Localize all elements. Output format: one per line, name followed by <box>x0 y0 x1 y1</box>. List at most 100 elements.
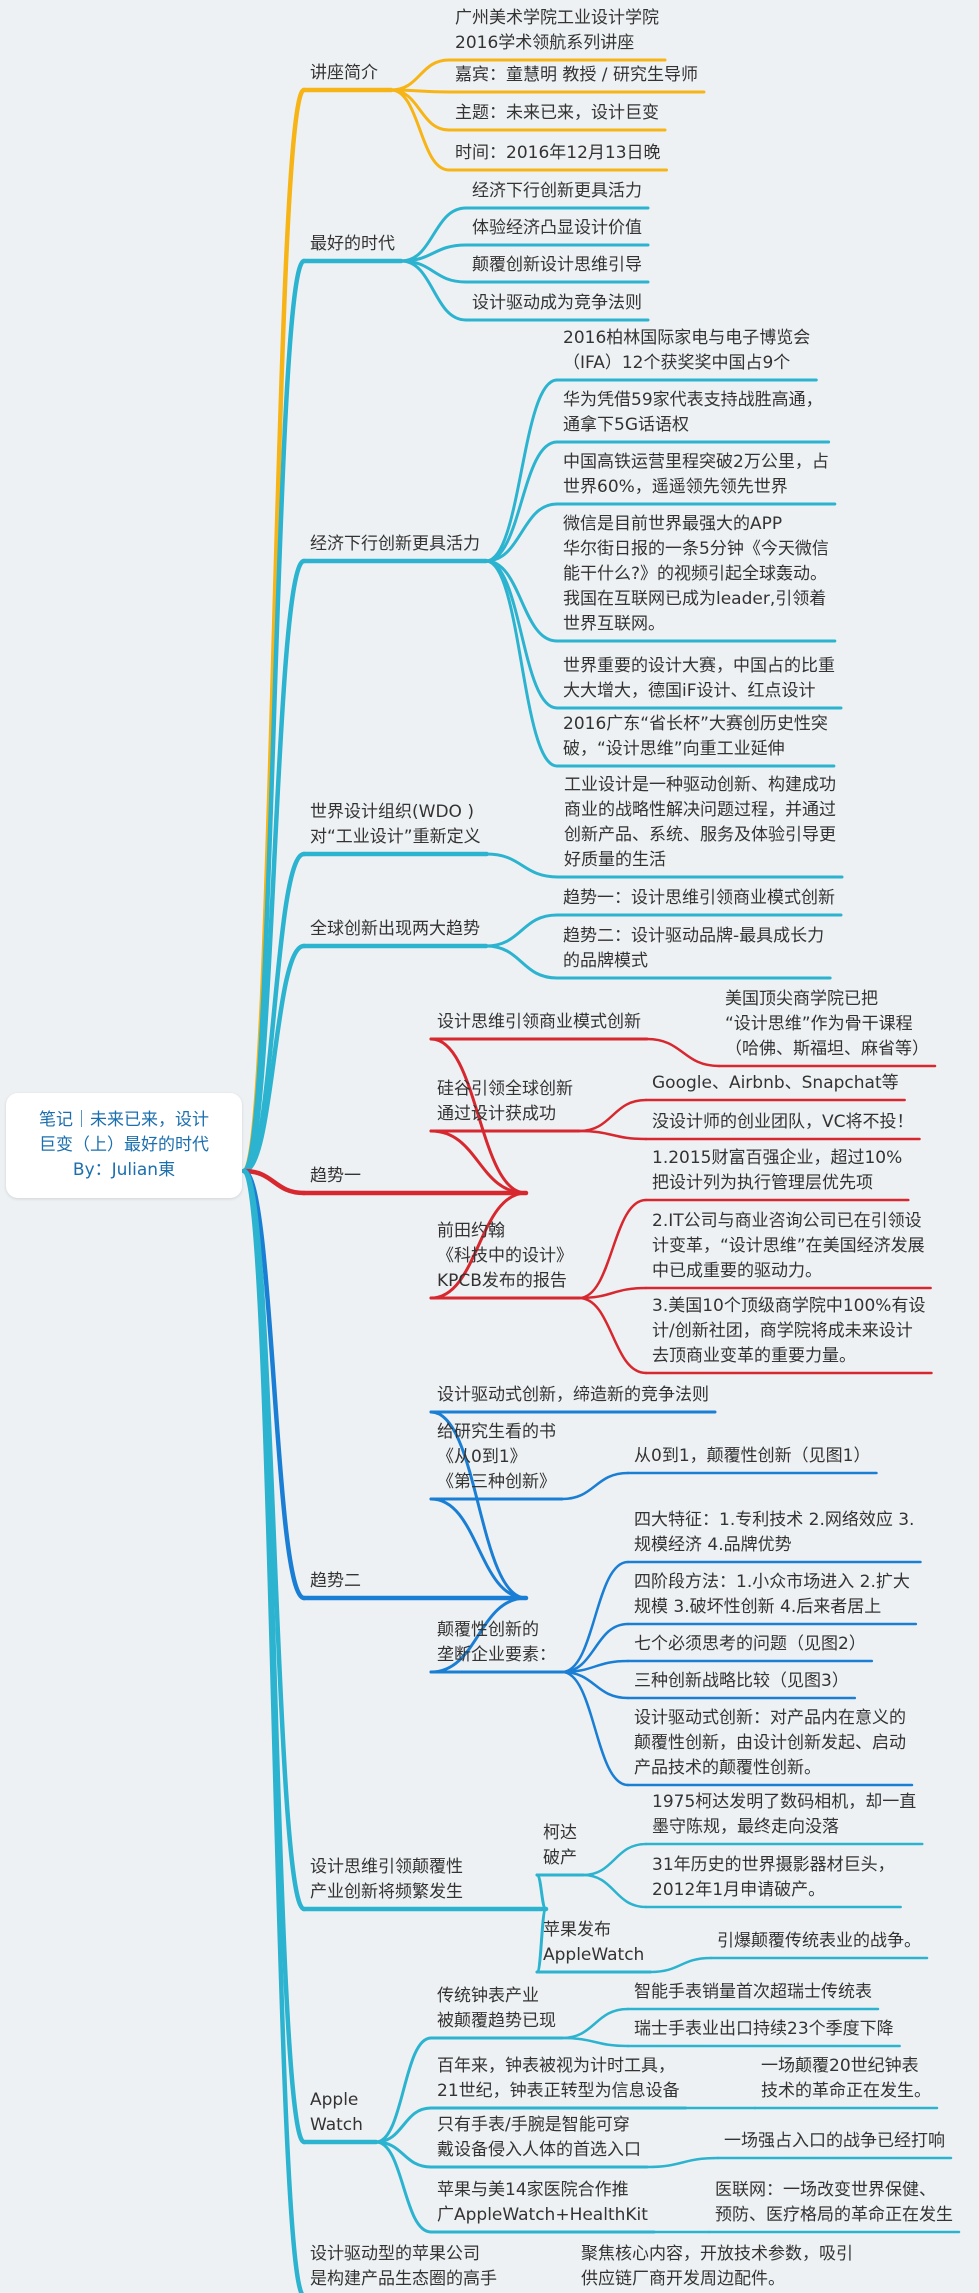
connector-b3c4 <box>484 559 559 643</box>
node-b9c1a[interactable]: 智能手表销量首次超瑞士传统表 <box>634 1980 872 2005</box>
node-b6c1[interactable]: 设计思维引领商业模式创新 <box>437 1010 641 1035</box>
connector-b7c3a <box>560 1560 630 1674</box>
branch-label-line: 世界设计组织(WDO ) <box>310 802 474 822</box>
node-b4c1[interactable]: 工业设计是一种驱动创新、构建成功商业的战略性解决问题过程，并通过创新产品、系统、… <box>564 773 836 873</box>
node-b7c1[interactable]: 设计驱动式创新，缔造新的竞争法则 <box>437 1383 709 1408</box>
branch-label-line: 对“工业设计”重新定义 <box>310 827 481 847</box>
node-b7c3c[interactable]: 七个必须思考的问题（见图2） <box>634 1632 866 1657</box>
node-b3c3[interactable]: 中国高铁运营里程突破2万公里，占世界60%，遥遥领先领先世界 <box>563 450 829 500</box>
node-label-line: 微信是目前世界最强大的APP <box>563 514 783 534</box>
node-b8c2a[interactable]: 引爆颠覆传统表业的战争。 <box>717 1929 921 1954</box>
node-b2c4[interactable]: 设计驱动成为竞争法则 <box>472 291 642 316</box>
node-b9c2a[interactable]: 一场颠覆20世纪钟表技术的革命正在发生。 <box>761 2054 931 2104</box>
node-label-line: 工业设计是一种驱动创新、构建成功 <box>564 775 836 795</box>
node-label-line: 经济下行创新更具活力 <box>472 181 642 201</box>
node-b6c3b[interactable]: 2.IT公司与商业咨询公司已在引领设计变革，“设计思维”在美国经济发展中已成重要… <box>652 1209 925 1284</box>
node-b9c3[interactable]: 只有手表/手腕是智能可穿戴设备侵入人体的首选入口 <box>437 2113 641 2163</box>
node-b9c4[interactable]: 苹果与美14家医院合作推广AppleWatch+HealthKit <box>437 2178 648 2228</box>
connector-b4c1 <box>485 852 560 879</box>
node-b2c2[interactable]: 体验经济凸显设计价值 <box>472 216 642 241</box>
node-b1c3[interactable]: 主题：未来已来，设计巨变 <box>455 101 659 126</box>
node-b6c2b[interactable]: 没设计师的创业团队，VC将不投！ <box>652 1110 914 1135</box>
connector-b3c6 <box>484 559 559 768</box>
node-b2c1[interactable]: 经济下行创新更具活力 <box>472 179 642 204</box>
branch-b5[interactable]: 全球创新出现两大趋势 <box>310 917 480 942</box>
branch-label-line: 产业创新将频繁发生 <box>310 1882 463 1902</box>
connector-b9c1 <box>374 2036 433 2144</box>
node-b6c1a[interactable]: 美国顶尖商学院已把“设计思维”作为骨干课程（哈佛、斯福坦、麻省等） <box>725 987 929 1062</box>
node-b7c3a[interactable]: 四大特征：1.专利技术 2.网络效应 3.规模经济 4.品牌优势 <box>634 1508 914 1558</box>
node-b7c2[interactable]: 给研究生看的书《从0到1》《第三种创新》 <box>437 1420 556 1495</box>
node-b3c5[interactable]: 世界重要的设计大赛，中国占的比重大大增大，德国iF设计、红点设计 <box>563 654 835 704</box>
node-b3c6[interactable]: 2016广东“省长杯”大赛创历史性突破，“设计思维”向重工业延伸 <box>563 712 828 762</box>
connector-b6c1a <box>645 1037 721 1068</box>
node-label-line: 颠覆创新设计思维引导 <box>472 255 642 275</box>
node-b6c2a[interactable]: Google、Airbnb、Snapchat等 <box>652 1071 899 1096</box>
node-b1c2[interactable]: 嘉宾：童慧明 教授 / 研究生导师 <box>455 63 698 88</box>
node-b5c1[interactable]: 趋势一：设计思维引领商业模式创新 <box>563 886 835 911</box>
branch-b1[interactable]: 讲座简介 <box>310 61 378 86</box>
node-label-line: 只有手表/手腕是智能可穿 <box>437 2115 630 2135</box>
node-b7c3d[interactable]: 三种创新战略比较（见图3） <box>634 1669 849 1694</box>
connector-b9c1b <box>560 2036 630 2048</box>
branch-b3[interactable]: 经济下行创新更具活力 <box>310 532 480 557</box>
node-label-line: 3.美国10个顶级商学院中100%有设 <box>652 1296 926 1316</box>
node-label-line: 2016学术领航系列讲座 <box>455 33 635 53</box>
node-label-line: 设计驱动式创新，缔造新的竞争法则 <box>437 1385 709 1405</box>
branch-b7[interactable]: 趋势二 <box>310 1569 361 1594</box>
branch-b4[interactable]: 世界设计组织(WDO ) 对“工业设计”重新定义 <box>310 800 481 850</box>
node-b2c3[interactable]: 颠覆创新设计思维引导 <box>472 253 642 278</box>
node-label-line: 主题：未来已来，设计巨变 <box>455 103 659 123</box>
node-label-line: 设计驱动式创新：对产品内在意义的 <box>634 1708 906 1728</box>
node-b8c1a[interactable]: 1975柯达发明了数码相机，却一直墨守陈规，最终走向没落 <box>652 1790 916 1840</box>
node-b9c1[interactable]: 传统钟表产业被颠覆趋势已现 <box>437 1984 556 2034</box>
connector-b8c2a <box>649 1956 713 1974</box>
node-b3c1[interactable]: 2016柏林国际家电与电子博览会（IFA）12个获奖奖中国占9个 <box>563 326 810 376</box>
node-label-line: 世界互联网。 <box>563 614 665 634</box>
node-b1c4[interactable]: 时间：2016年12月13日晚 <box>455 141 661 166</box>
branch-b8[interactable]: 设计思维引领颠覆性产业创新将频繁发生 <box>310 1855 463 1905</box>
connector-b3 <box>241 558 307 1174</box>
branch-b2[interactable]: 最好的时代 <box>310 232 395 257</box>
root-title-line2: 巨变（上）最好的时代 <box>39 1135 209 1155</box>
node-label-line: 商业的战略性解决问题过程，并通过 <box>564 800 836 820</box>
node-label-line: 技术的革命正在发生。 <box>761 2081 931 2101</box>
node-b9c4a[interactable]: 医联网：一场改变世界保健、预防、医疗格局的革命正在发生 <box>715 2178 953 2228</box>
connector-b1c4 <box>389 88 451 172</box>
node-b9c3a[interactable]: 一场强占入口的战争已经打响 <box>724 2129 945 2154</box>
node-label-line: 百年来，钟表被视为计时工具， <box>437 2056 675 2076</box>
node-b5c2[interactable]: 趋势二：设计驱动品牌-最具成长力的品牌模式 <box>563 924 824 974</box>
node-b6c3a[interactable]: 1.2015财富百强企业，超过10%把设计列为执行管理层优先项 <box>652 1146 902 1196</box>
branch-b6[interactable]: 趋势一 <box>310 1164 361 1189</box>
connector-b10 <box>241 1168 305 2293</box>
node-b7c2a[interactable]: 从0到1，颠覆性创新（见图1） <box>634 1444 870 1469</box>
node-b9c1b[interactable]: 瑞士手表业出口持续23个季度下降 <box>634 2017 894 2042</box>
node-b7c3e[interactable]: 设计驱动式创新：对产品内在意义的颠覆性创新，由设计创新发起、启动产品技术的颠覆性… <box>634 1706 906 1781</box>
node-b10c1[interactable]: 聚焦核心内容，开放技术参数，吸引供应链厂商开发周边配件。 <box>581 2242 853 2292</box>
connector-b2c4 <box>399 259 468 322</box>
connector-b1c3 <box>389 88 451 132</box>
node-label-line: 供应链厂商开发周边配件。 <box>581 2269 785 2289</box>
node-b6c2[interactable]: 硅谷引领全球创新通过设计获成功 <box>437 1077 573 1127</box>
node-label-line: 世界重要的设计大赛，中国占的比重 <box>563 656 835 676</box>
node-label-line: 颠覆性创新的 <box>437 1620 539 1640</box>
node-b6c3[interactable]: 前田约翰《科技中的设计》KPCB发布的报告 <box>437 1219 573 1294</box>
node-b8c1b[interactable]: 31年历史的世界摄影器材巨头，2012年1月申请破产。 <box>652 1853 895 1903</box>
node-label-line: 给研究生看的书 <box>437 1422 556 1442</box>
node-b9c2[interactable]: 百年来，钟表被视为计时工具，21世纪，钟表正转型为信息设备 <box>437 2054 680 2104</box>
node-b7c3[interactable]: 颠覆性创新的垄断企业要素： <box>437 1618 556 1668</box>
node-b3c2[interactable]: 华为凭借59家代表支持战胜高通，通拿下5G话语权 <box>563 388 823 438</box>
node-b7c3b[interactable]: 四阶段方法：1.小众市场进入 2.扩大规模 3.破坏性创新 4.后来者居上 <box>634 1570 910 1620</box>
branch-b10[interactable]: 设计驱动型的苹果公司是构建产品生态圈的高手 <box>310 2242 497 2292</box>
connector-b3c1 <box>484 378 559 563</box>
connector-b6c2b <box>577 1129 648 1141</box>
node-b6c3c[interactable]: 3.美国10个顶级商学院中100%有设计/创新社团，商学院将成未来设计去顶商业变… <box>652 1294 925 1369</box>
node-label-line: 规模 3.破坏性创新 4.后来者居上 <box>634 1597 882 1617</box>
node-b8c1[interactable]: 柯达破产 <box>543 1821 577 1871</box>
root-node[interactable]: 笔记｜未来已来，设计 巨变（上）最好的时代 By：Julian東 <box>6 1093 242 1198</box>
node-label-line: 破，“设计思维”向重工业延伸 <box>563 739 785 759</box>
